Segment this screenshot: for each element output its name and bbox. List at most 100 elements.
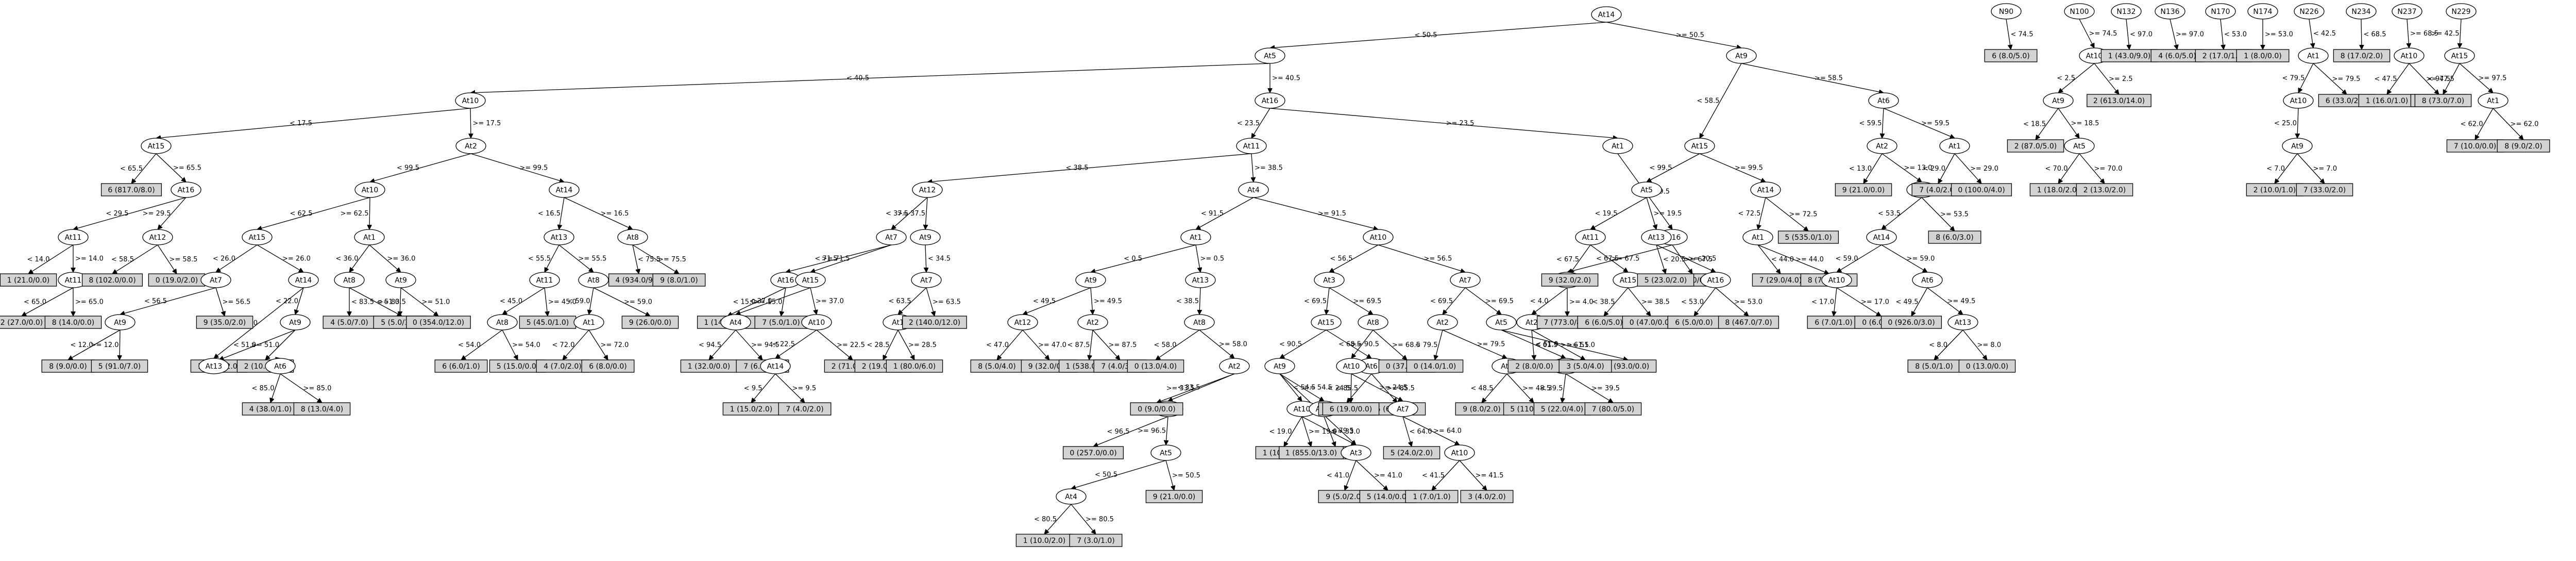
node-label: At13 [1192,276,1209,285]
edge-label: >= 64.0 [1433,427,1462,435]
node-label: 5 (23.0/2.0) [1645,276,1687,285]
leaf-box [536,359,589,373]
node-label: At10 [362,186,379,194]
split-node: At5 [2064,138,2095,154]
edge-label: < 50.5 [1095,471,1117,479]
tree-edge [2459,63,2493,93]
node-label: N170 [2211,8,2230,16]
node-label: At12 [149,234,166,242]
split-ellipse [1444,444,1475,461]
tree-edge [2275,153,2298,184]
tree-edge [349,244,370,272]
edge-label: >= 65.0 [75,299,104,306]
edge-label: < 19.0 [1269,428,1292,436]
edge-label: >= 56.5 [223,299,251,306]
edge-label: >= 13.0 [1904,164,1933,172]
leaf-node: 6 (8.0/5.0) [1984,49,2038,62]
edge-label: >= 14.0 [75,255,104,263]
tree-edge [736,287,811,315]
leaf-node: 5 (91.0/7.0) [91,359,148,373]
node-label: 8 (5.0/1.0) [1915,362,1953,371]
node-label: 2 (140.0/12.0) [909,319,960,327]
leaf-box [1130,402,1183,416]
edge-label: >= 39.5 [1591,385,1620,392]
tree-edge [544,287,548,316]
edge-label: < 85.0 [252,385,275,392]
leaf-box [196,316,253,329]
edge-label: >= 99.5 [1735,164,1763,172]
tree-edge [2058,108,2079,138]
tree-edge [775,373,805,403]
tree-edge [2443,63,2460,94]
tree-edge [593,287,650,317]
node-label: At13 [551,234,568,242]
split-node: At4 [1056,488,1087,505]
node-label: At11 [1582,234,1599,242]
split-ellipse [1939,138,1970,154]
edge-label: < 7.0 [2266,165,2285,173]
split-node: At15 [795,272,826,288]
edge-label: >= 83.5 [378,299,406,306]
node-label: 5 (45.0/1.0) [527,319,569,327]
split-ellipse [1631,182,1662,198]
tree-edge [1570,244,1591,274]
tree-edge [156,108,471,138]
split-ellipse [1450,272,1481,288]
node-label: 5 (22.0/4.0) [1541,405,1583,414]
node-label: 1 (8.0/0.0) [2244,52,2282,60]
edge-label: >= 28.5 [908,341,937,349]
leaf-box [886,359,943,373]
node-label: At8 [343,276,355,285]
tree-edge [1672,244,1692,274]
edge-label: >= 8.0 [1977,341,2002,349]
leaf-node: 9 (21.0/0.0) [1835,183,1892,196]
split-node: At9 [2282,138,2313,154]
tree-edge [1911,287,1928,316]
node-label: At3 [1323,276,1335,285]
node-label: At4 [1065,493,1077,501]
split-ellipse [1341,444,1371,461]
split-ellipse [1180,229,1211,245]
tree-edge [1836,287,1881,316]
split-node: At5 [1486,314,1517,331]
edge-label: >= 7.0 [2313,165,2337,173]
node-label: 7 (4.0/2.0) [786,405,824,414]
split-ellipse [1007,314,1038,331]
edge-label: < 74.5 [2011,31,2033,39]
node-label: 6 (6.0/1.0) [442,362,480,371]
edge-label: < 91.5 [1201,210,1224,218]
split-ellipse [529,272,560,288]
split-node: At1 [1602,138,1633,154]
split-node: N234 [2346,3,2377,20]
split-ellipse [242,229,273,245]
split-node: At12 [142,229,173,245]
tree-edge [1166,416,1168,445]
node-label: 8 (5.0/4.0) [978,362,1016,371]
tree-edge [1656,244,1716,272]
tree-edge [2094,63,2119,94]
split-ellipse [1750,182,1781,198]
leaf-box [519,316,577,329]
tree-edge [470,153,564,182]
split-ellipse [2155,3,2185,20]
edge-label: < 39.5 [1540,385,1563,392]
split-node: At7 [1387,401,1418,417]
edge-label: >= 68.5 [2410,30,2438,38]
split-node: N174 [2247,3,2278,20]
edge-label: < 41.5 [1422,472,1445,480]
split-ellipse [795,272,826,288]
tree-edge [997,329,1023,360]
split-ellipse [2283,92,2314,109]
split-ellipse [1742,229,1773,245]
node-label: 6 (33.0/2.0) [2326,97,2368,105]
edge-label: < 14.0 [27,256,50,263]
edge-label: >= 53.0 [2265,31,2293,39]
node-label: At16 [1707,276,1724,285]
edge-label: < 83.5 [351,299,374,306]
edge-label: < 97.0 [2130,31,2153,39]
node-label: 4 (934.0/9.0) [615,276,662,285]
node-label: 0 (93.0/0.0) [1607,362,1649,371]
node-label: At14 [295,276,312,285]
node-label: At14 [1873,234,1890,242]
